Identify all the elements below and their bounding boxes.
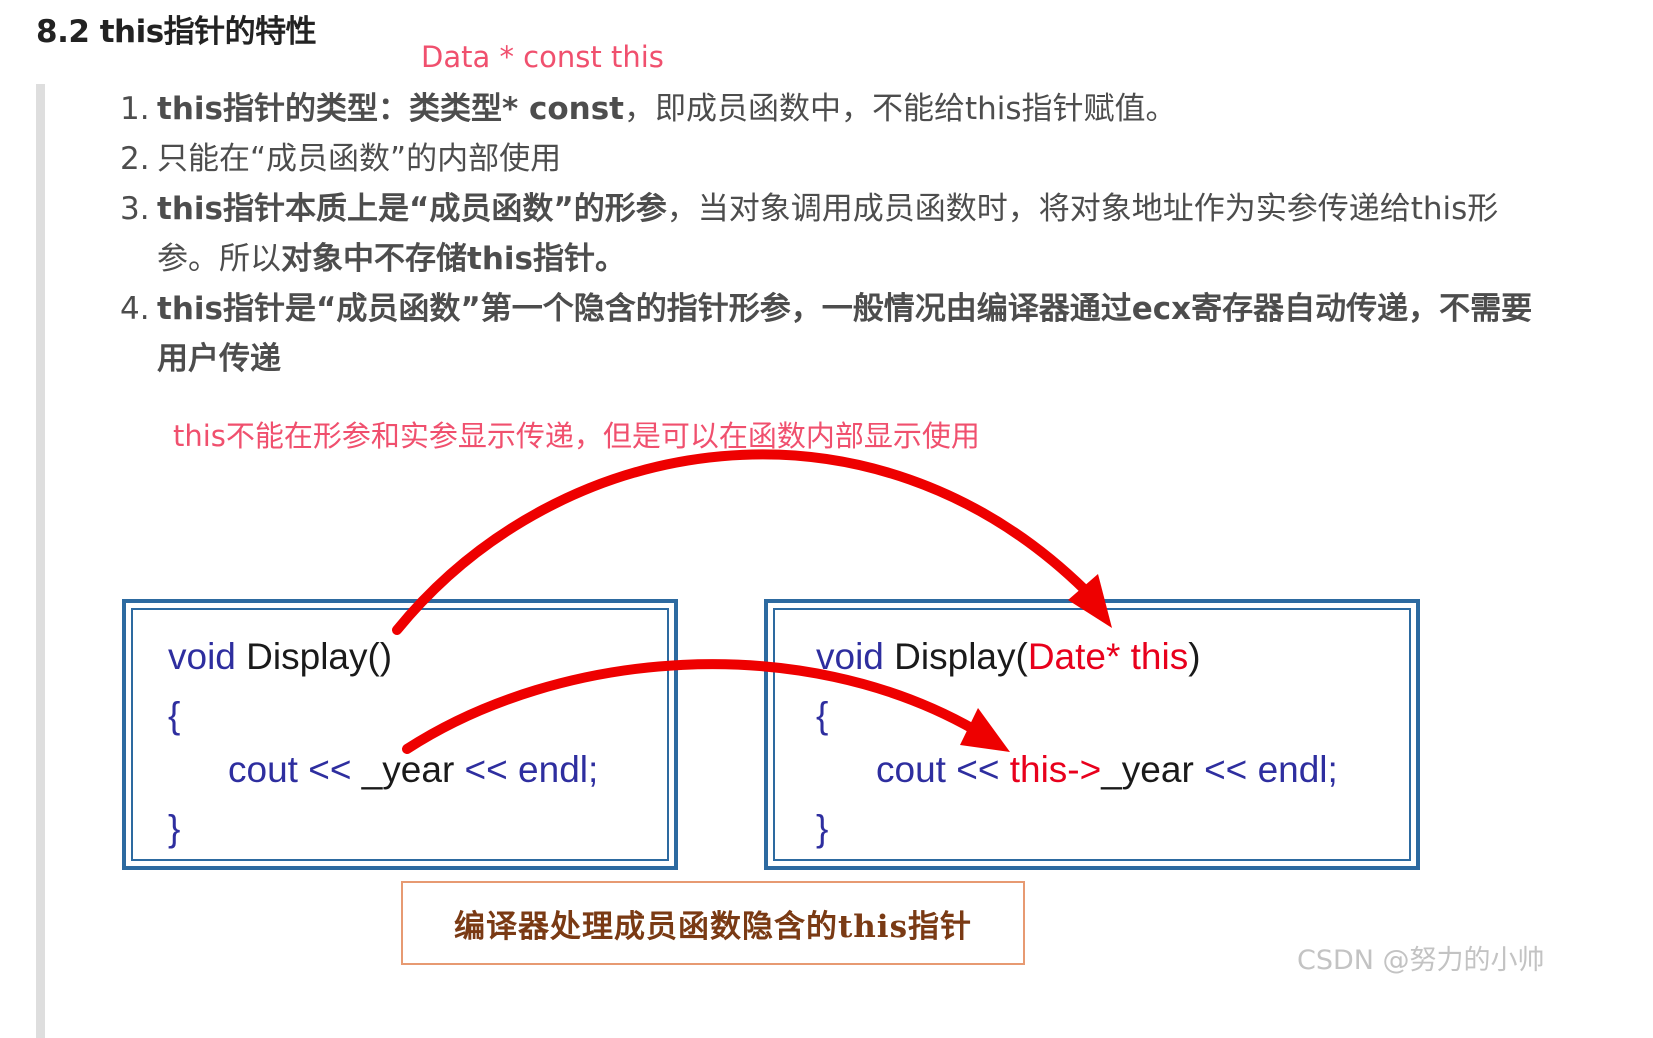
list-item-text: this指针是“成员函数”第一个隐含的指针形参，一般情况由编译器通过ecx寄存器… [157,291,1533,377]
list-item-number: 1. [120,91,150,127]
code-line-open-brace: { [816,695,829,736]
list-item-text: ，当对象调用成员函数时，将对象地址作为实参传递给this形参。所以 [157,191,1499,277]
code-box-after [764,599,1420,870]
list-item-text: 对象中不存储this指针。 [281,241,626,277]
list-item-number: 2. [120,141,150,177]
caption-box: 编译器处理成员函数隐含的this指针 [401,881,1025,965]
list-item-text: ，即成员函数中，不能给this指针赋值。 [623,91,1177,127]
code-line-close-brace: } [816,808,829,849]
code-line-signature: void Display() [168,636,393,677]
list-item-text: this指针本质上是“成员函数”的形参 [157,191,667,227]
code-line-body: cout << _year << endl; [228,749,599,790]
annotation-this-usage: this不能在形参和实参显示传递，但是可以在函数内部显示使用 [173,419,980,453]
blockquote-bar [36,84,45,1038]
list-item-text: 只能在“成员函数”的内部使用 [157,141,562,177]
arrow-upper [392,449,1090,635]
list-item: 4.this指针是“成员函数”第一个隐含的指针形参，一般情况由编译器通过ecx寄… [120,284,1560,384]
arrow-upper-head [1068,574,1112,628]
list-item-number: 3. [120,191,150,227]
code-line-signature-explicit: void Display(Date* this) [816,636,1201,677]
code-line-body-explicit: cout << this->_year << endl; [876,749,1338,790]
code-line-open-brace: { [168,695,181,736]
list-item-text: this指针的类型：类类型* const [157,91,624,127]
code-line-close-brace: } [168,808,181,849]
list-item: 1.this指针的类型：类类型* const，即成员函数中，不能给this指针赋… [120,84,1560,134]
properties-list: 1.this指针的类型：类类型* const，即成员函数中，不能给this指针赋… [120,84,1560,384]
arrow-lower [402,659,980,754]
list-item-number: 4. [120,291,150,327]
list-item: 2.只能在“成员函数”的内部使用 [120,134,1560,184]
code-box-before [122,599,678,870]
watermark: CSDN @努力的小帅 [1297,945,1545,976]
section-heading: 8.2 this指针的特性 [36,14,317,50]
list-item: 3.this指针本质上是“成员函数”的形参，当对象调用成员函数时，将对象地址作为… [120,184,1560,284]
arrow-lower-head [960,708,1010,752]
annotation-data-const-this: Data * const this [421,40,664,74]
